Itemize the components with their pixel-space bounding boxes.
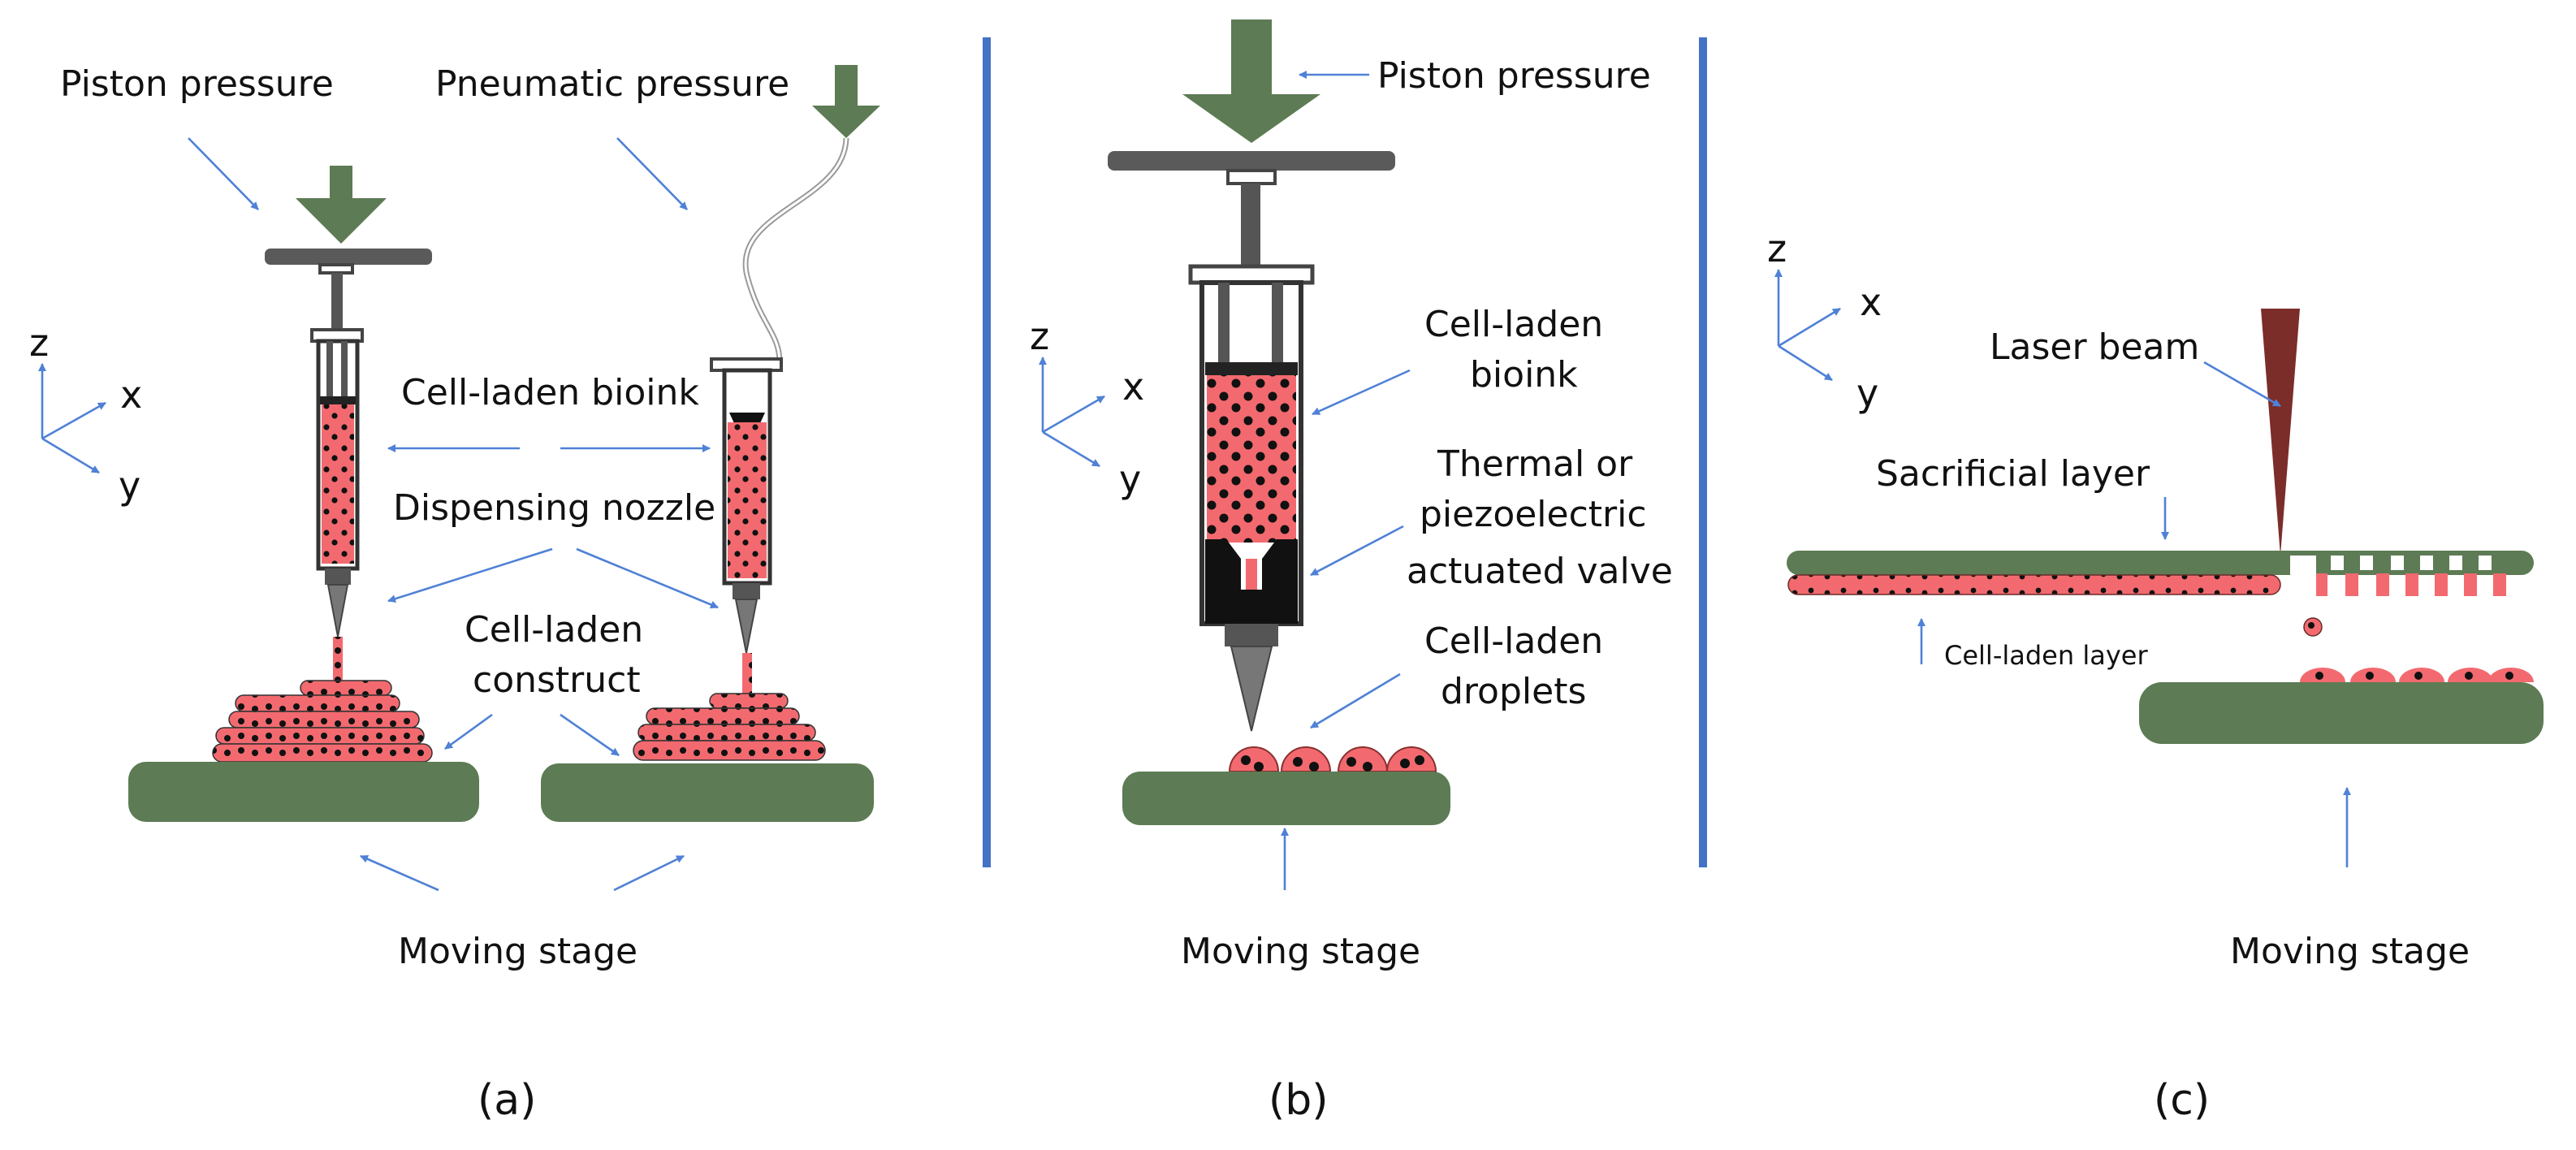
moving-stage-a1 (128, 762, 479, 822)
plunger-rod-b (1241, 184, 1260, 266)
axis-indicator-a: z x y (29, 321, 142, 508)
panel-c: z x y (1767, 227, 2544, 1125)
label-cell-laden-bioink-a: Cell-laden bioink (401, 372, 699, 413)
caption-b: (b) (1269, 1076, 1329, 1125)
piston-syringe (128, 166, 479, 822)
label-valve-line2: piezoelectric (1420, 494, 1647, 535)
label-moving-stage-b: Moving stage (1181, 931, 1420, 972)
label-piston-pressure-b: Piston pressure (1377, 55, 1651, 97)
y-axis-label-c: y (1856, 371, 1878, 415)
pneumatic-syringe (541, 65, 880, 822)
panel-divider-right (1699, 37, 1707, 867)
sacrificial-layer (1787, 551, 2534, 575)
label-sacrificial-layer: Sacrificial layer (1876, 453, 2150, 495)
label-bioink-b-line1: Cell-laden (1424, 304, 1603, 345)
z-axis-label: z (29, 321, 49, 365)
label-droplets-line1: Cell-laden (1424, 620, 1603, 662)
label-laser-beam: Laser beam (1990, 326, 2199, 368)
label-dispensing-nozzle: Dispensing nozzle (393, 487, 715, 529)
inkjet-syringe (1108, 19, 1450, 825)
label-bioink-b-line2: bioink (1470, 354, 1578, 396)
x-axis-label-b: x (1122, 365, 1144, 409)
piston-pressure-arrow-b (1182, 19, 1320, 143)
extruded-filament-pneumatic (742, 653, 752, 702)
laser-beam (2261, 309, 2300, 556)
label-pneumatic-pressure: Pneumatic pressure (435, 63, 789, 105)
label-construct-line2: construct (473, 659, 641, 701)
cell-laden-layer (1787, 574, 2281, 595)
dispensing-nozzle (326, 584, 349, 638)
ablated-pattern (2290, 556, 2506, 596)
bioink-fill (322, 404, 354, 564)
label-valve-line1: Thermal or (1437, 443, 1633, 485)
label-moving-stage-c: Moving stage (2230, 931, 2470, 972)
deposited-droplets (2300, 668, 2534, 682)
cell-laden-construct (212, 680, 433, 763)
dispensing-nozzle-b (1230, 646, 1273, 732)
caption-a: (a) (478, 1076, 536, 1125)
x-axis-label-c: x (1860, 280, 1882, 324)
plunger-rod (331, 273, 343, 330)
caption-c: (c) (2154, 1076, 2210, 1125)
panel-divider-left (983, 37, 991, 867)
axis-indicator-c: z x y (1767, 227, 1882, 415)
y-axis-label: y (119, 464, 140, 508)
actuated-valve (1205, 539, 1298, 624)
pneumatic-pressure-arrow (812, 65, 880, 138)
z-axis-label-b: z (1030, 314, 1049, 358)
laser-setup (1787, 309, 2544, 744)
bioink-fill-b (1207, 375, 1296, 543)
moving-stage-a2 (541, 763, 874, 822)
x-axis-label: x (120, 373, 142, 417)
piston-plate-b (1108, 151, 1395, 171)
moving-stage-c (2139, 682, 2544, 744)
bioink-fill-pneumatic (728, 422, 767, 578)
axis-indicator-b: z x y (1030, 314, 1144, 501)
dispensing-nozzle-pneumatic (734, 599, 759, 654)
label-construct-line1: Cell-laden (465, 609, 643, 651)
piston-pressure-arrow (296, 166, 387, 244)
y-axis-label-b: y (1119, 457, 1141, 501)
z-axis-label-c: z (1767, 227, 1787, 270)
air-tube (742, 137, 849, 363)
label-cell-laden-layer: Cell-laden layer (1944, 640, 2148, 671)
label-valve-line3: actuated valve (1407, 551, 1673, 592)
moving-stage-b (1122, 772, 1450, 825)
panel-a: z x y (29, 63, 880, 1125)
piston-plate (265, 249, 432, 265)
label-piston-pressure-a: Piston pressure (60, 63, 334, 105)
extruded-filament (333, 637, 343, 692)
label-droplets-line2: droplets (1441, 671, 1586, 712)
label-moving-stage-a: Moving stage (398, 931, 638, 972)
cell-laden-droplets (1228, 746, 1437, 772)
cell-laden-construct-pneumatic (633, 693, 826, 761)
panel-b: z x y (1030, 19, 1673, 1125)
